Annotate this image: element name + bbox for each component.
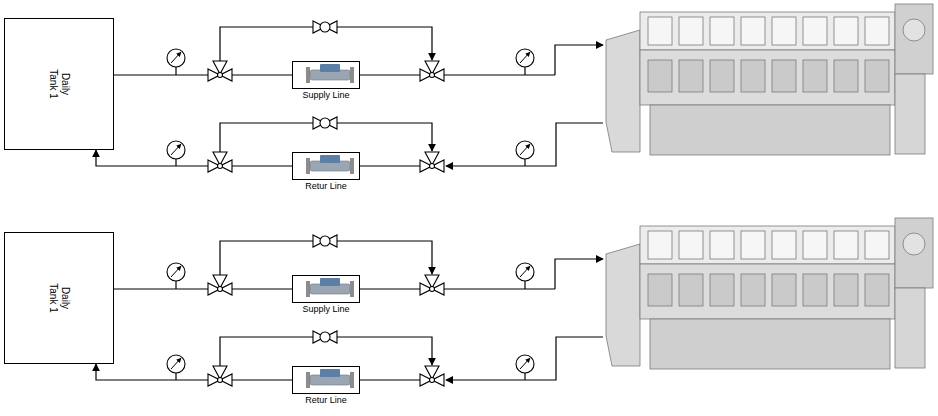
turbo-housing bbox=[903, 19, 925, 41]
gauge-stem bbox=[175, 159, 176, 166]
gauge-stem bbox=[524, 67, 525, 75]
tank-label: Daily Tank 1 bbox=[47, 62, 71, 106]
flowmeter-box: Supply Line bbox=[292, 61, 360, 89]
engine-base bbox=[650, 105, 890, 155]
cylinder-cover bbox=[648, 17, 672, 45]
gauge-stem bbox=[175, 67, 176, 75]
pipe-from-engine bbox=[446, 123, 603, 166]
line-label: Supply Line bbox=[301, 91, 350, 101]
pressure-gauge bbox=[516, 141, 534, 159]
valve-hub bbox=[218, 73, 223, 78]
inspection-door bbox=[772, 60, 796, 92]
pressure-gauge bbox=[516, 49, 534, 67]
valves bbox=[208, 21, 444, 172]
fuel-train bbox=[167, 4, 933, 180]
fuel-pipe bbox=[114, 288, 292, 289]
meter-ground bbox=[292, 61, 360, 89]
bypass-valve-hub bbox=[320, 22, 330, 32]
cylinder-cover bbox=[865, 17, 889, 45]
cylinder-cover bbox=[772, 17, 796, 45]
cylinder-cover bbox=[679, 17, 703, 45]
tank-label: Daily Tank 1 bbox=[47, 276, 71, 320]
meter-display bbox=[320, 64, 340, 72]
bypass-valve bbox=[313, 117, 337, 129]
fuel-pipe bbox=[96, 150, 292, 166]
meter-flange bbox=[350, 67, 354, 83]
pipe bbox=[360, 165, 420, 166]
pipes bbox=[176, 27, 603, 166]
line-label: Retur Line bbox=[304, 396, 348, 406]
fuel-pipe bbox=[114, 74, 292, 75]
valve-hub bbox=[218, 164, 223, 169]
gauge-dial bbox=[167, 49, 185, 67]
flowmeter-box: Retur Line bbox=[292, 152, 360, 180]
fuel-pipe bbox=[96, 364, 292, 380]
pipe bbox=[444, 74, 555, 75]
cylinder-cover bbox=[710, 17, 734, 45]
pipe bbox=[360, 74, 420, 75]
inspection-door bbox=[648, 60, 672, 92]
daily-tank: Daily Tank 1 bbox=[4, 232, 114, 364]
cylinder-cover bbox=[803, 17, 827, 45]
bypass-valve bbox=[313, 21, 337, 33]
inspection-door bbox=[834, 60, 858, 92]
engine-front bbox=[606, 30, 640, 152]
valve-hub bbox=[430, 73, 435, 78]
daily-tank: Daily Tank 1 bbox=[4, 18, 114, 150]
engine-end bbox=[895, 74, 925, 154]
flowmeter-box: Retur Line bbox=[292, 366, 360, 394]
gauge-stem bbox=[524, 159, 525, 166]
pipe-to-engine bbox=[555, 45, 603, 75]
flowmeter-icon bbox=[292, 152, 360, 180]
line-label: Retur Line bbox=[304, 182, 348, 192]
cylinder-head-row bbox=[640, 12, 895, 50]
cylinder-cover bbox=[741, 17, 765, 45]
engine-illustration bbox=[606, 4, 933, 155]
fuel-train bbox=[167, 218, 933, 394]
flowmeter-icon bbox=[292, 61, 360, 89]
bypass-valve-hub bbox=[320, 118, 330, 128]
inspection-door bbox=[710, 60, 734, 92]
engine-block bbox=[640, 50, 895, 105]
turbocharger bbox=[895, 4, 933, 74]
inspection-door bbox=[679, 60, 703, 92]
cylinder-cover bbox=[834, 17, 858, 45]
inspection-door bbox=[865, 60, 889, 92]
meter-flange bbox=[306, 67, 310, 83]
flowmeter-box: Supply Line bbox=[292, 275, 360, 303]
gauge-needle bbox=[171, 52, 181, 63]
inspection-door bbox=[803, 60, 827, 92]
pressure-gauge bbox=[167, 141, 185, 159]
pressure-gauge bbox=[167, 49, 185, 67]
line-label: Supply Line bbox=[301, 305, 350, 315]
valve-hub bbox=[430, 164, 435, 169]
inspection-door bbox=[741, 60, 765, 92]
